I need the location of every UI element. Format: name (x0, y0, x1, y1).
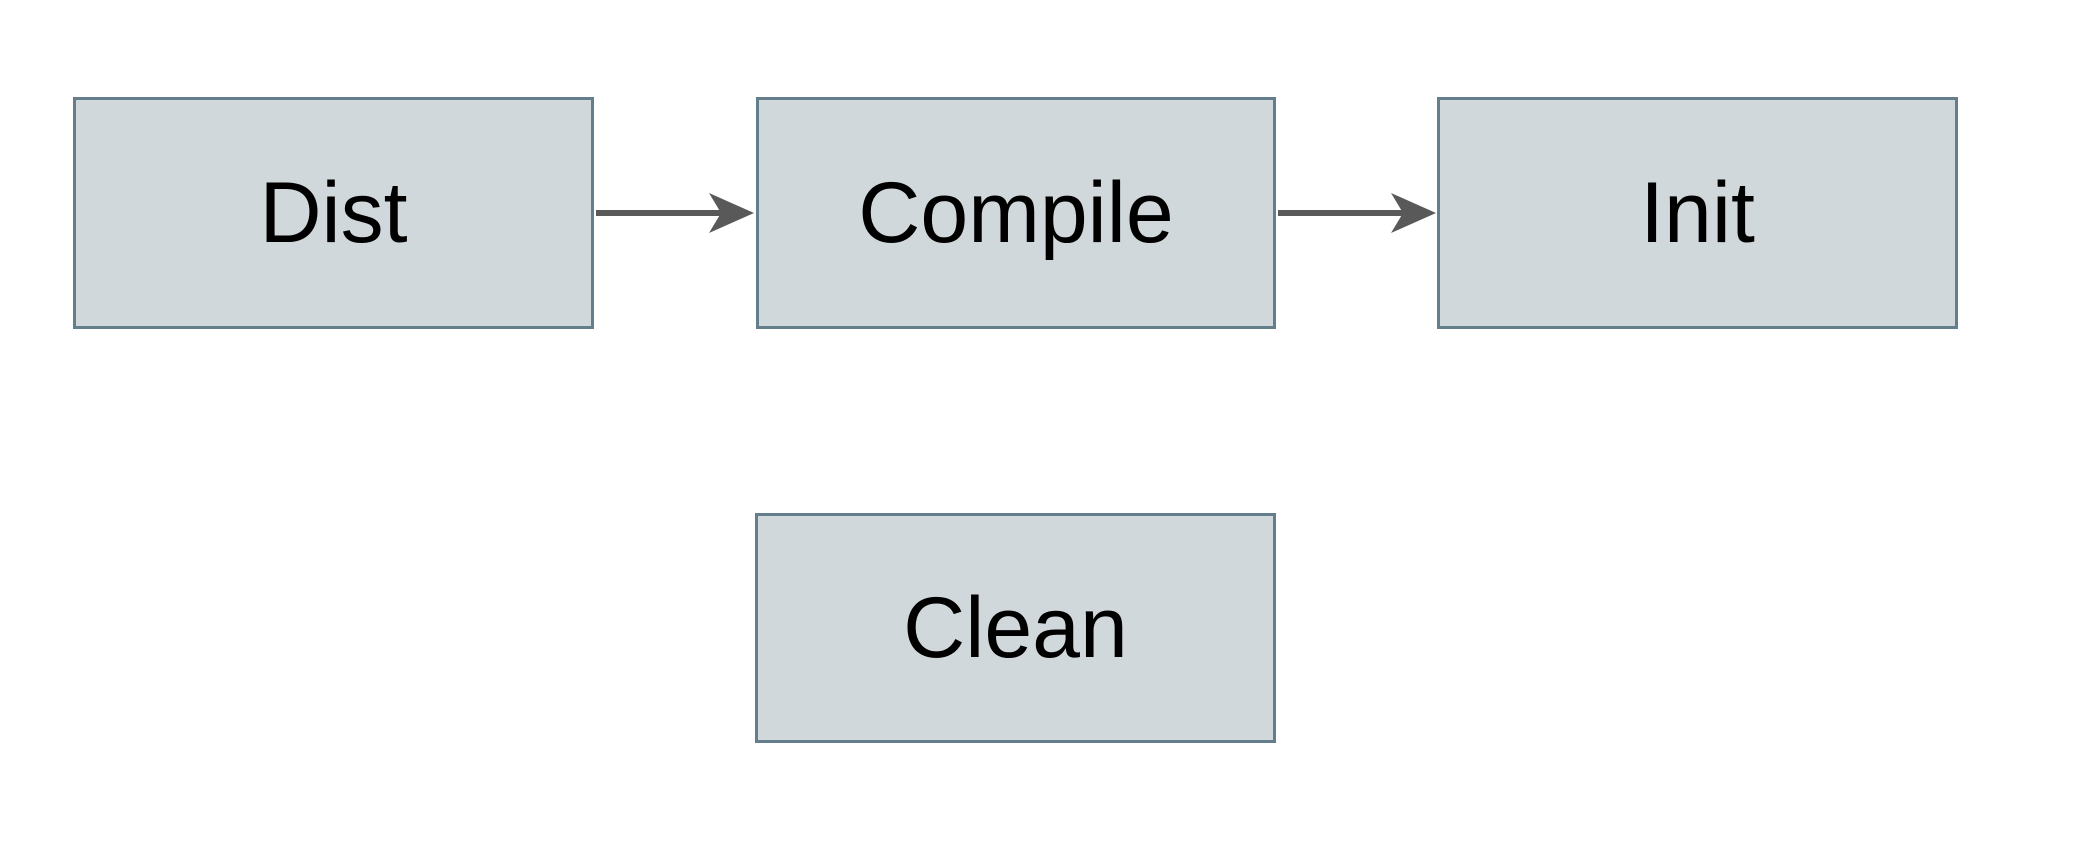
node-clean[interactable]: Clean (755, 513, 1276, 743)
edge-dist-compile (596, 193, 754, 233)
node-compile-label: Compile (858, 165, 1174, 261)
node-dist[interactable]: Dist (73, 97, 594, 329)
node-dist-label: Dist (259, 165, 408, 261)
node-init-label: Init (1640, 165, 1755, 261)
edge-compile-init (1278, 193, 1436, 233)
edge-dist-compile-arrowhead-icon (709, 193, 754, 233)
node-init[interactable]: Init (1437, 97, 1958, 329)
node-compile[interactable]: Compile (756, 97, 1276, 329)
edge-compile-init-arrowhead-icon (1391, 193, 1436, 233)
node-clean-label: Clean (903, 580, 1128, 676)
